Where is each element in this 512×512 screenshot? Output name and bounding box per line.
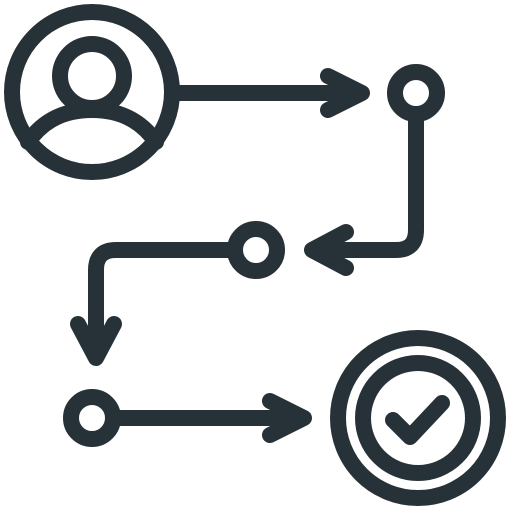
arrow-left-middle <box>304 106 424 276</box>
arrow-left-middle-head <box>304 224 354 276</box>
checkmark-badge-icon <box>330 330 506 506</box>
arrow-right-bottom <box>105 393 312 443</box>
badge-inner-circle <box>355 355 481 481</box>
arrow-down-left-line <box>88 242 243 363</box>
user-avatar-icon <box>4 4 180 180</box>
arrow-left-middle-line <box>307 106 424 258</box>
arrow-down-left <box>70 242 243 366</box>
arrow-down-left-head <box>70 316 122 366</box>
arrow-right-top-head <box>320 68 370 118</box>
arrow-right-top <box>172 68 370 118</box>
badge-outer-circle <box>330 330 506 506</box>
avatar-shoulders <box>20 102 164 150</box>
avatar-outer-circle <box>4 4 180 180</box>
arrow-right-bottom-head <box>262 393 312 443</box>
checkmark-icon <box>385 395 450 445</box>
avatar-head <box>52 36 132 116</box>
